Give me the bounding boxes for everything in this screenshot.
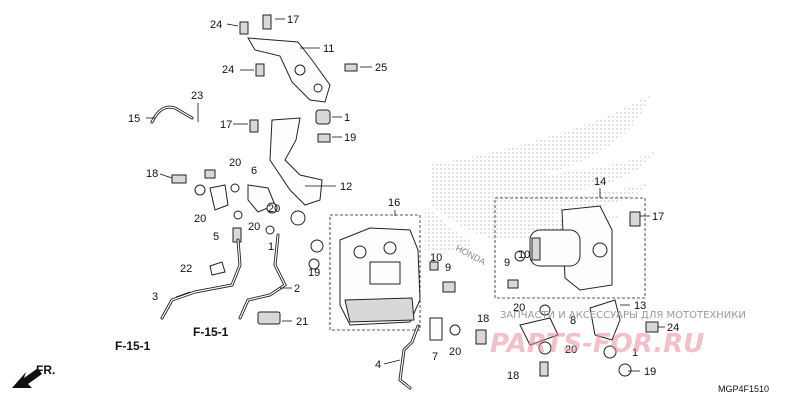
callout-20-a: 20 — [229, 157, 241, 169]
callout-24-right: 24 — [667, 322, 679, 334]
callout-19-top: 19 — [344, 132, 356, 144]
callout-19-left: 19 — [308, 267, 320, 279]
abs-modulator-16 — [308, 214, 456, 331]
callout-22: 22 — [180, 263, 192, 275]
callout-20-bottom: 20 — [449, 346, 461, 358]
callout-7: 7 — [432, 351, 438, 363]
callout-11: 11 — [323, 43, 334, 55]
callout-23: 23 — [191, 90, 203, 102]
watermark-text: ЗАПЧАСТИ И АКСЕССУАРЫ ДЛЯ МОТОТЕХНИКИ — [500, 310, 746, 321]
wing-emblem — [425, 95, 655, 250]
callout-24-top: 24 — [210, 19, 222, 31]
callout-16: 16 — [388, 197, 400, 209]
callout-12: 12 — [340, 181, 352, 193]
brake-pipe-4 — [398, 317, 487, 390]
callout-numbers: 24 17 11 24 25 15 23 17 1 19 18 20 6 12 … — [128, 14, 679, 382]
brake-pipe-2 — [238, 233, 287, 320]
sensor-21 — [257, 311, 281, 325]
callout-20-br: 20 — [565, 344, 577, 356]
callout-15: 15 — [128, 113, 140, 125]
callout-17-top: 17 — [287, 14, 299, 26]
callout-1-top: 1 — [344, 112, 350, 124]
callout-6: 6 — [251, 165, 257, 177]
callout-4: 4 — [375, 359, 381, 371]
callout-10-right: 10 — [518, 249, 530, 261]
callout-18-mid: 18 — [477, 313, 489, 325]
brake-pipe-3 — [160, 238, 242, 320]
callout-3: 3 — [152, 291, 158, 303]
callout-20-b: 20 — [194, 213, 206, 225]
callout-20-c: 20 — [248, 221, 260, 233]
callout-17-mid: 17 — [220, 119, 232, 131]
watermark-logo: PARTS-FOR.RU — [490, 329, 704, 359]
bracket-13 — [519, 299, 659, 377]
callout-5: 5 — [213, 231, 219, 243]
callout-2: 2 — [294, 283, 300, 295]
ref-label-right: F-15-1 — [193, 325, 229, 339]
callout-24-mid: 24 — [222, 64, 234, 76]
callout-1-br: 1 — [632, 347, 638, 359]
bracket-11 — [239, 14, 358, 103]
callout-20-right: 20 — [513, 302, 525, 314]
callout-9-left: 9 — [445, 262, 451, 274]
drawing-code: MGP4F1510 — [718, 384, 769, 394]
callout-19-bottom: 19 — [644, 366, 656, 378]
hose-15 — [150, 105, 194, 124]
background-logo-text: HONDA — [454, 243, 487, 267]
leader-lines — [146, 18, 665, 372]
callout-18-left: 18 — [146, 168, 158, 180]
callout-20-d: 20 — [268, 203, 280, 215]
abs-modulator-14 — [494, 197, 646, 299]
callout-18-bottom: 18 — [507, 370, 519, 382]
callout-25: 25 — [375, 62, 387, 74]
callout-10-left: 10 — [430, 252, 442, 264]
front-direction-arrow: FR. — [12, 363, 55, 388]
callout-8: 8 — [570, 315, 576, 327]
callout-9-right: 9 — [504, 257, 510, 269]
callout-17-right: 17 — [652, 211, 664, 223]
callout-21: 21 — [296, 316, 308, 328]
callout-14: 14 — [594, 176, 606, 188]
callout-13: 13 — [634, 300, 646, 312]
fr-label: FR. — [36, 363, 55, 377]
ref-label-left: F-15-1 — [115, 339, 151, 353]
left-small-parts — [171, 169, 278, 276]
callout-1-left: 1 — [268, 241, 274, 253]
bracket-12 — [249, 109, 331, 226]
